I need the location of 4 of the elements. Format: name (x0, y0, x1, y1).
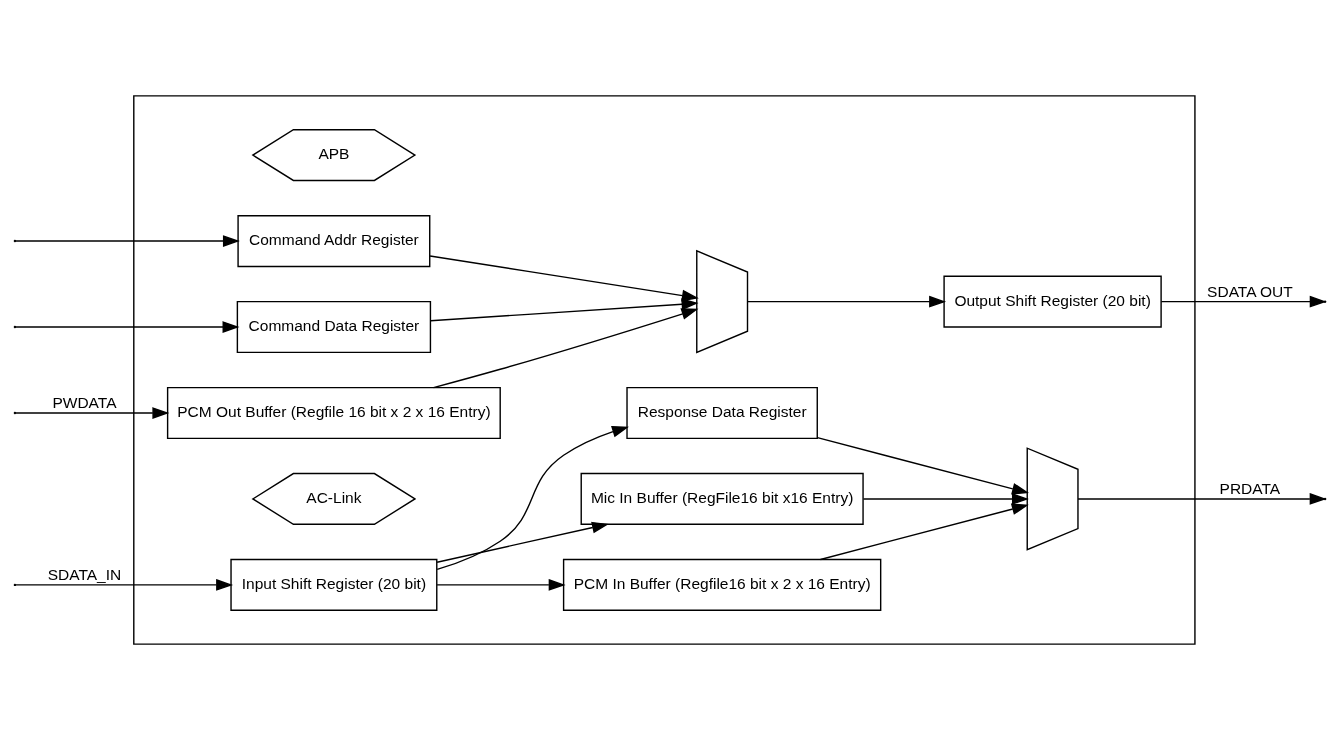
edge-label: SDATA_IN (47, 566, 122, 584)
edge-label: PWDATA (52, 394, 117, 412)
edge-label: SDATA OUT (1207, 283, 1293, 301)
edge-label: PRDATA (1219, 480, 1281, 498)
